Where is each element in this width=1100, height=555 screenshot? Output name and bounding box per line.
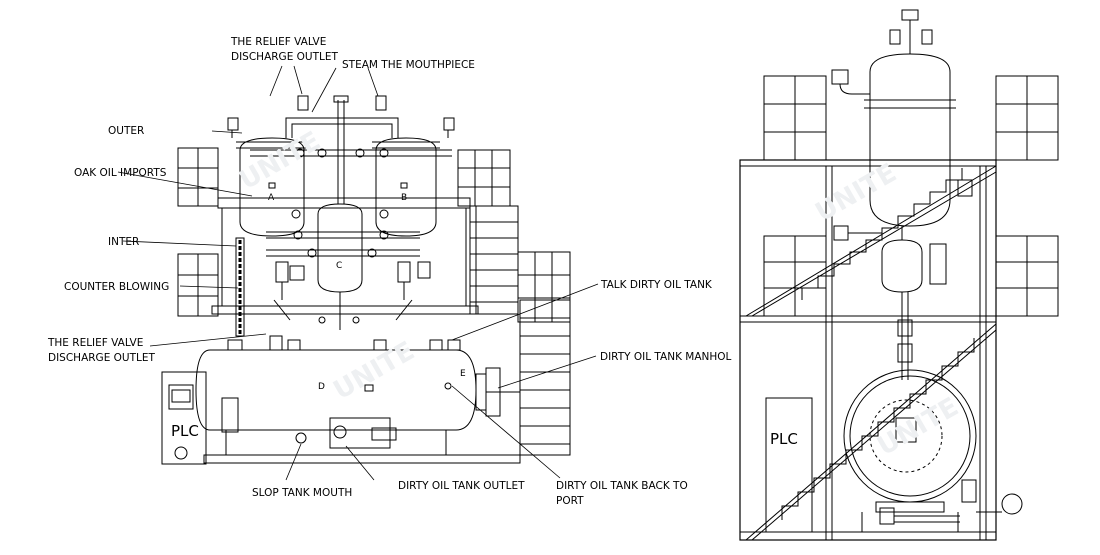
side-cooler-panels — [763, 75, 1059, 317]
vessel-a — [236, 137, 308, 237]
left-cooler-panels — [177, 147, 219, 317]
support-frame — [203, 197, 521, 464]
label-relief-valve-top-line1: THE RELIEF VALVE — [230, 36, 326, 48]
label-counter-blowing: COUNTER BLOWING — [64, 281, 169, 293]
watermark-text: UNITE — [235, 126, 326, 196]
side-staircase — [745, 165, 997, 541]
label-relief-valve-bottom-line1: THE RELIEF VALVE — [47, 337, 143, 349]
label-dirty-oil-tank-outlet: DIRTY OIL TANK OUTLET — [398, 480, 525, 492]
label-steam-mouthpiece: STEAM THE MOUTHPIECE — [342, 59, 475, 71]
plc-cabinet-front — [161, 371, 207, 465]
callout-labels: THE RELIEF VALVE DISCHARGE OUTLET STEAM … — [47, 36, 732, 507]
vessel-label-d: D — [318, 382, 325, 392]
side-elevation-view — [739, 9, 1059, 541]
plc-label-front: PLC — [171, 422, 199, 440]
vessel-label-e: E — [460, 369, 466, 379]
plc-label-side: PLC — [770, 430, 798, 448]
label-outer: OUTER — [108, 125, 144, 137]
middle-piping — [266, 209, 431, 330]
label-relief-valve-bottom-line2: DISCHARGE OUTLET — [48, 352, 156, 364]
callout-leader-lines — [117, 65, 599, 481]
vessel-label-b: B — [401, 193, 407, 203]
watermark-text: UNITE — [811, 158, 902, 228]
side-dirty-oil-tank — [843, 369, 1023, 532]
vessel-letter-labels: A B C D E — [268, 193, 466, 392]
label-inter: INTER — [108, 236, 139, 248]
label-dirty-oil-tank-back-line1: DIRTY OIL TANK BACK TO — [556, 480, 688, 492]
label-slop-tank-mouth: SLOP TANK MOUTH — [252, 487, 352, 499]
plc-cabinet-side — [765, 397, 813, 533]
front-elevation-view — [161, 95, 571, 465]
vessel-b — [372, 137, 440, 237]
label-relief-valve-top-line2: DISCHARGE OUTLET — [231, 51, 339, 63]
vessel-label-c: C — [336, 261, 342, 271]
side-middle-vessel — [833, 179, 973, 380]
top-piping — [227, 95, 455, 204]
side-frame — [739, 159, 997, 541]
vessel-c — [317, 203, 363, 293]
vessel-label-a: A — [268, 193, 275, 203]
label-talk-dirty-oil-tank: TALK DIRTY OIL TANK — [600, 279, 713, 291]
sight-glass-level-gauge — [235, 237, 245, 337]
side-upper-vessel — [831, 9, 962, 227]
label-dirty-oil-tank-manhol: DIRTY OIL TANK MANHOL — [600, 351, 732, 363]
label-dirty-oil-tank-back-line2: PORT — [556, 495, 584, 507]
right-cooler-panels — [457, 149, 571, 456]
label-oak-oil-imports: OAK OIL IMPORTS — [74, 167, 167, 179]
